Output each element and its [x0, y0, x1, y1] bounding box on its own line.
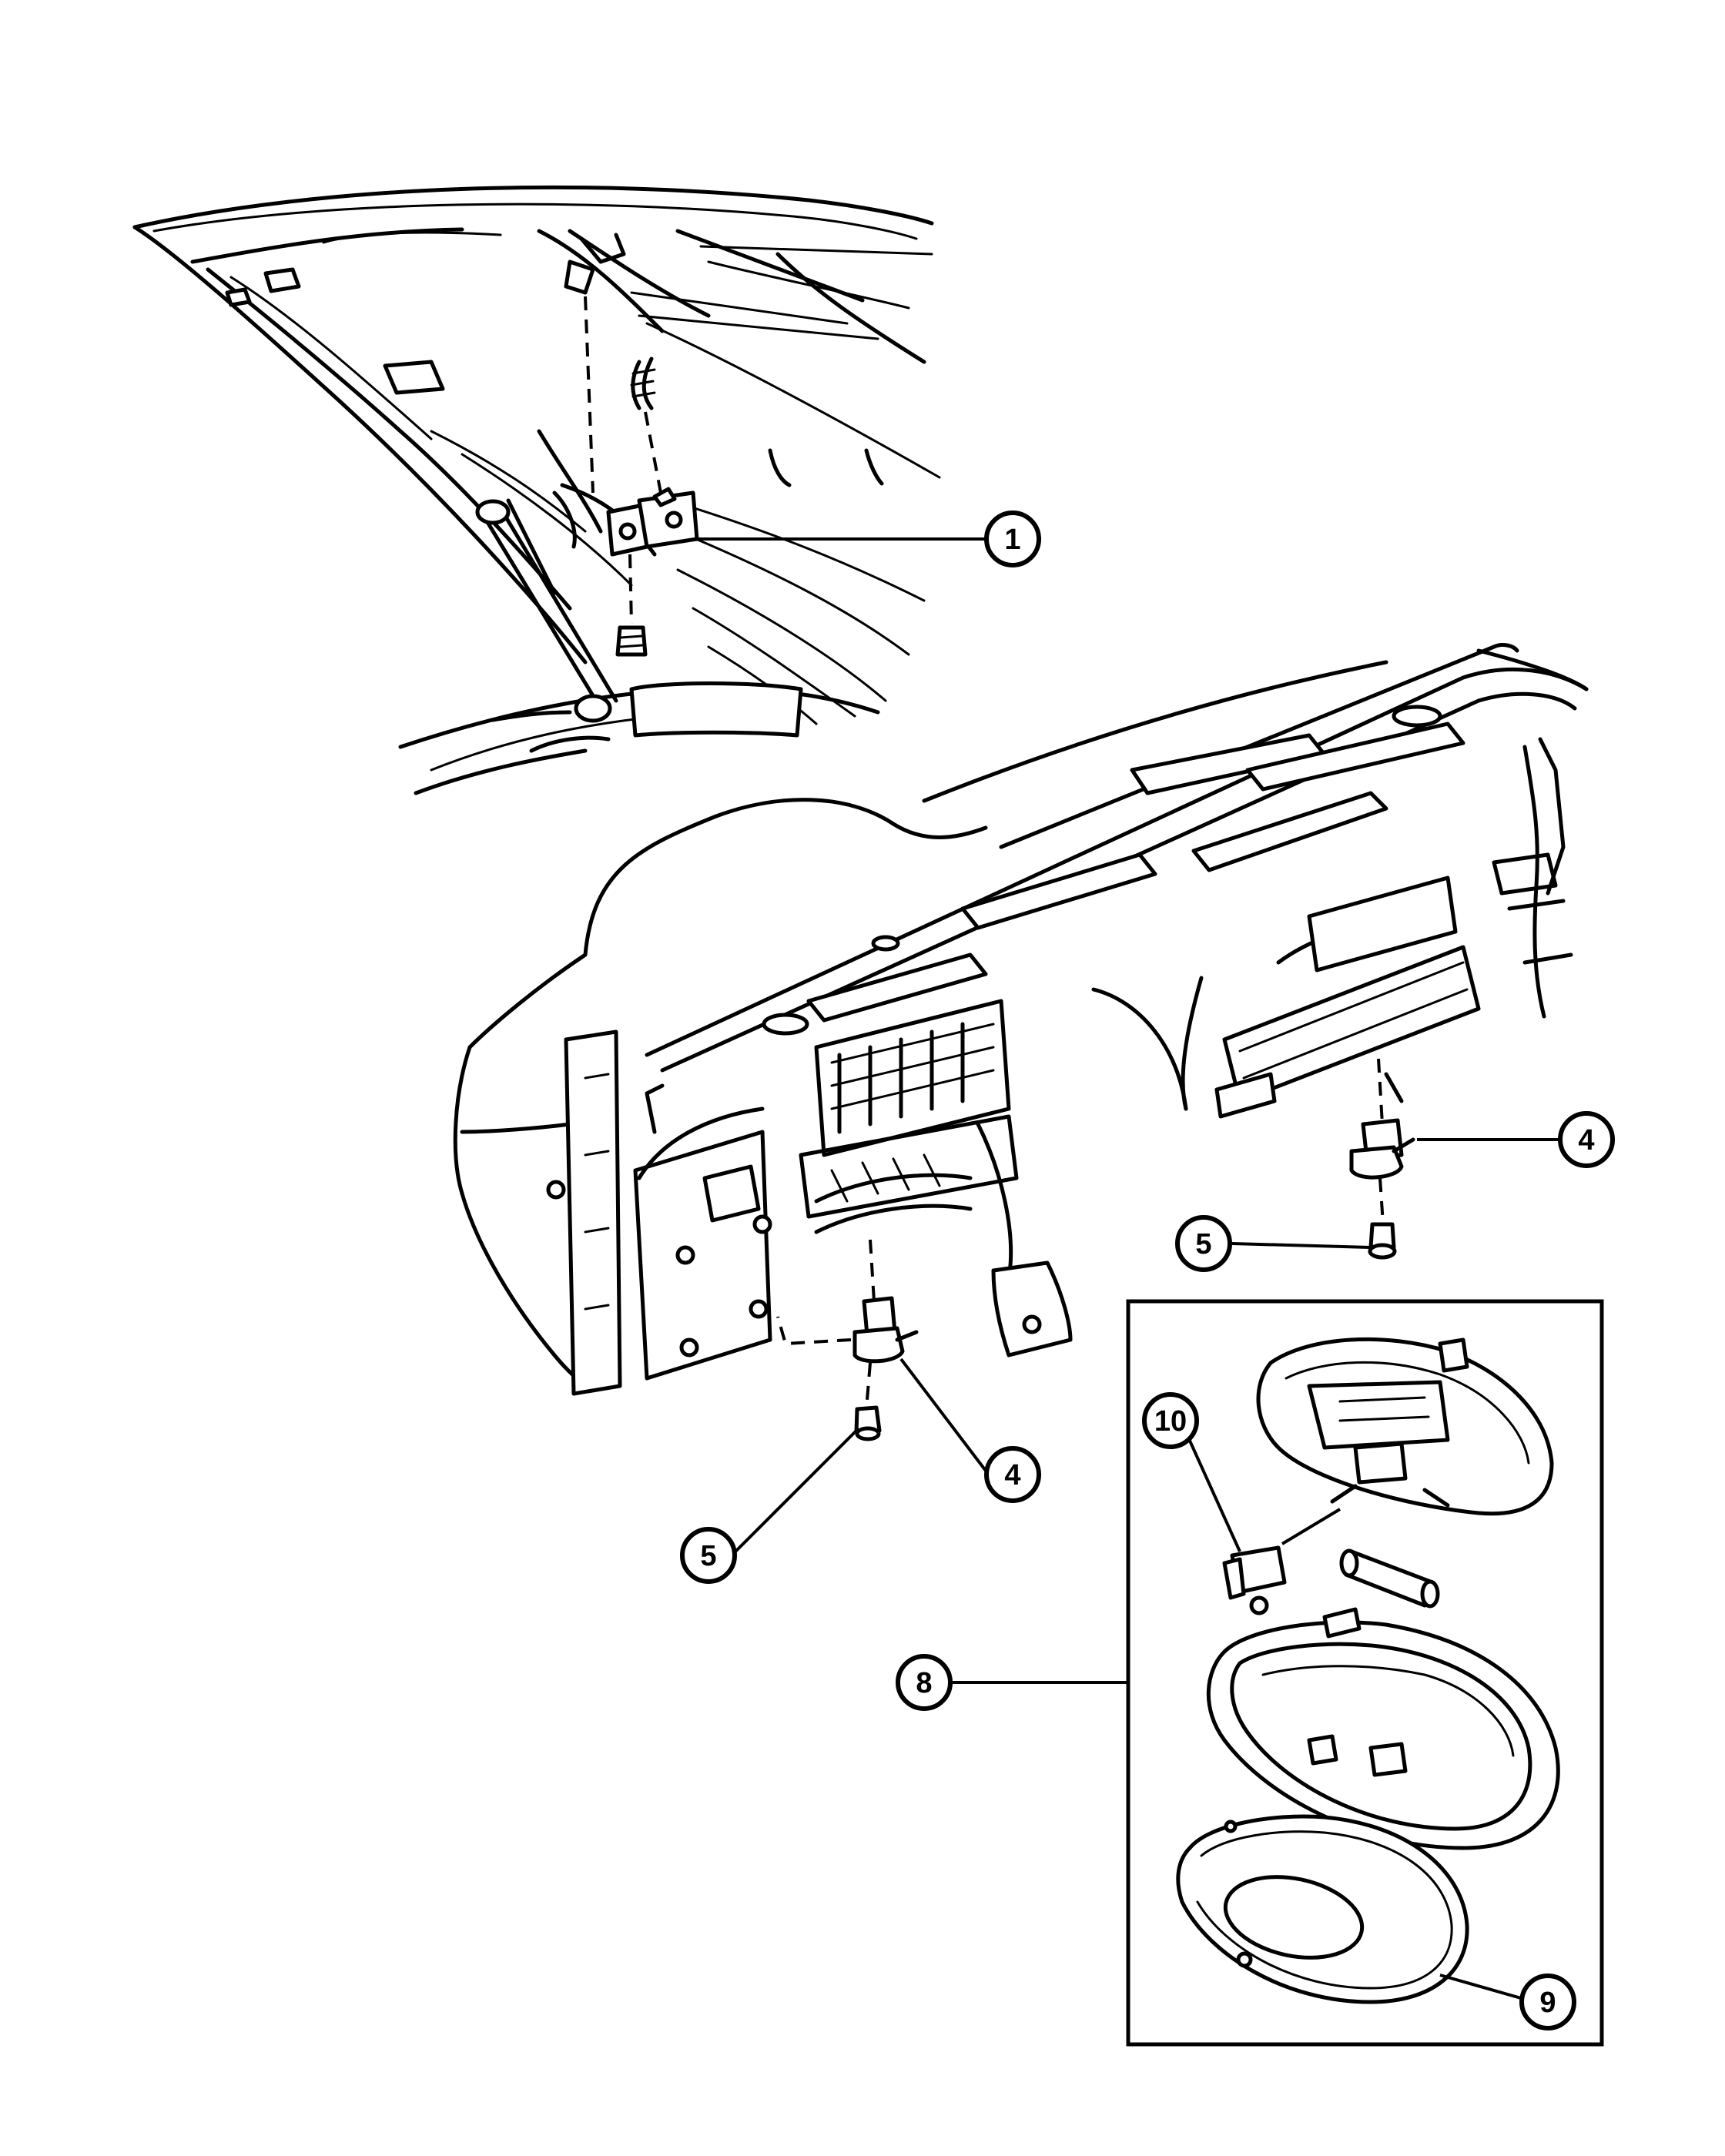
callout-1: 1 [984, 511, 1041, 567]
leader-lines [697, 537, 1563, 2000]
courtesy-lamp-left [776, 1239, 919, 1441]
callout-8-label: 8 [916, 1667, 932, 1699]
callout-9-label: 9 [1539, 1987, 1556, 2019]
hood-lamp-assembly [584, 296, 699, 657]
callout-4-right-label: 4 [1578, 1124, 1594, 1157]
callout-5-left: 5 [680, 1527, 737, 1584]
callout-4-right: 4 [1558, 1111, 1615, 1168]
dome-lamp-inset [1126, 1299, 1604, 2047]
callout-5-left-label: 5 [700, 1540, 716, 1572]
callout-10: 10 [1142, 1392, 1199, 1449]
instrument-panel [453, 643, 1589, 1396]
callout-8: 8 [896, 1654, 953, 1711]
callout-4-left-label: 4 [1004, 1459, 1020, 1491]
callout-10-label: 10 [1154, 1405, 1187, 1438]
callout-5-right: 5 [1175, 1215, 1232, 1272]
callout-4-left: 4 [984, 1446, 1041, 1503]
callout-5-right-label: 5 [1195, 1228, 1211, 1260]
courtesy-lamp-right [1349, 1058, 1415, 1260]
callout-9: 9 [1519, 1974, 1576, 2030]
hood-underside [132, 185, 941, 795]
callout-1-label: 1 [1004, 524, 1020, 556]
